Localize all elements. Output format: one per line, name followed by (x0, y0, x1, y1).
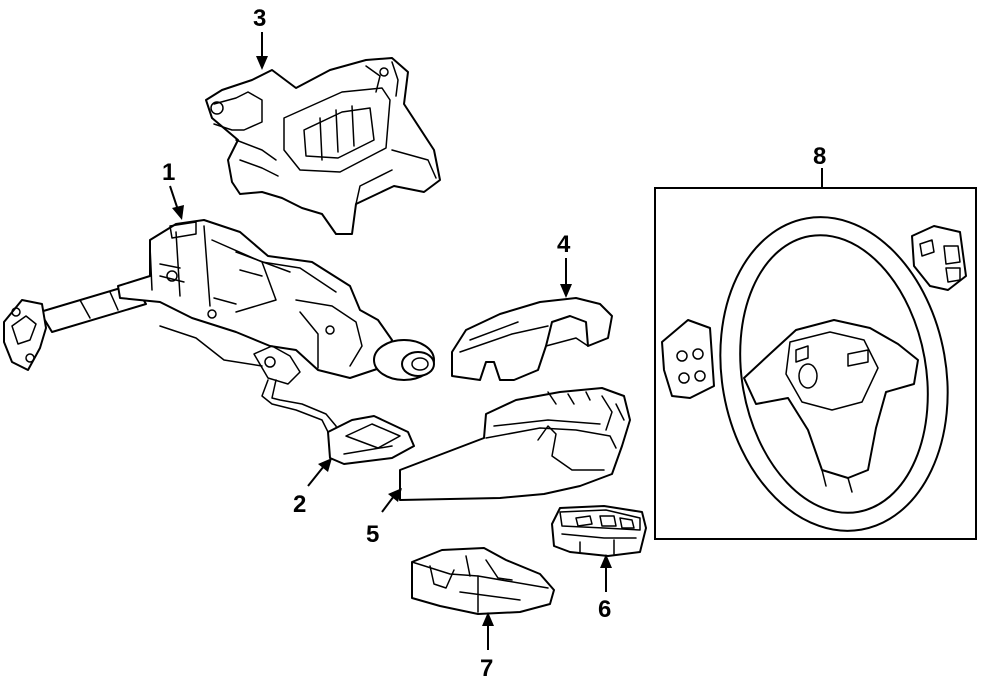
part-2-tilt-lever (261, 379, 415, 465)
part-8-frame (654, 187, 977, 540)
callout-numbers: 3 1 2 4 5 6 7 8 (162, 5, 826, 682)
part-4-upper-shroud (451, 297, 613, 381)
callout-8: 8 (813, 143, 826, 170)
leader-lines (169, 32, 823, 650)
part-1-steering-column (3, 219, 435, 385)
part-3-column-housing (205, 57, 441, 235)
callout-5: 5 (366, 521, 379, 548)
part-6-switch-module (551, 505, 647, 557)
callout-4: 4 (557, 231, 571, 258)
part-8-steering-wheel-group (654, 187, 977, 540)
callout-7: 7 (480, 655, 493, 682)
part-7-control-module (411, 547, 555, 615)
part-5-lower-shroud (399, 387, 631, 501)
callout-3: 3 (253, 5, 266, 32)
left-wheel-switch (661, 319, 715, 399)
callout-2: 2 (293, 491, 306, 518)
callout-1: 1 (162, 159, 175, 186)
callout-6: 6 (598, 596, 611, 623)
